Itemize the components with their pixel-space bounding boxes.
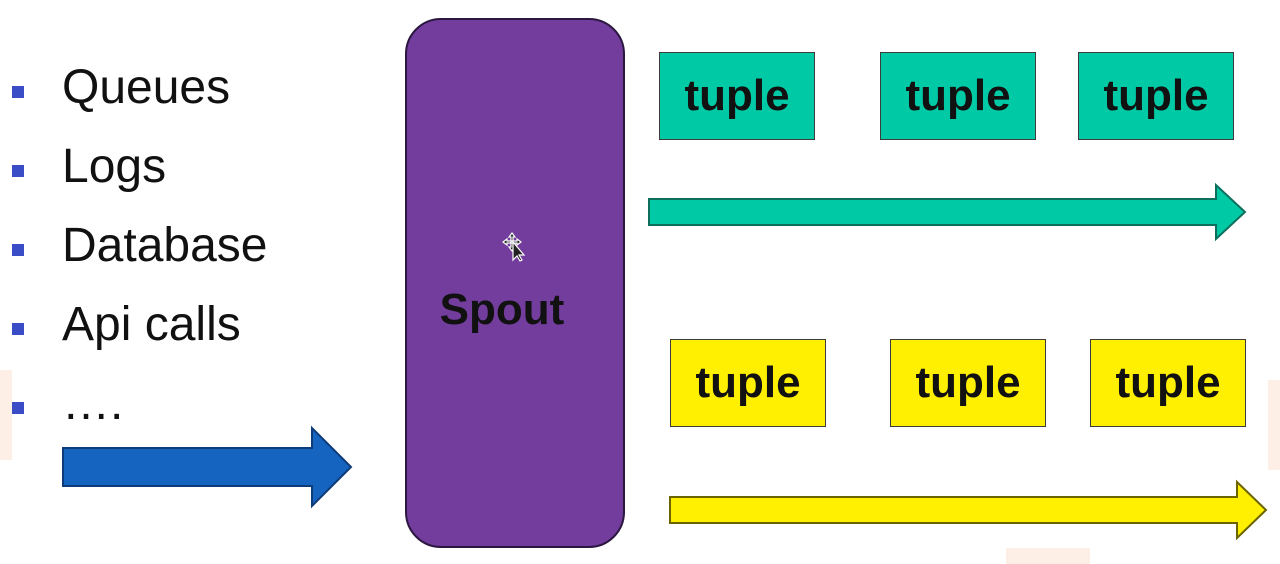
bullet-icon — [12, 322, 24, 335]
tuple-label: tuple — [915, 358, 1021, 407]
source-label: Logs — [62, 139, 167, 193]
bullet-icon — [12, 164, 24, 177]
source-label: …. — [62, 376, 124, 430]
source-label: Queues — [62, 60, 231, 114]
spout-label: Spout — [439, 285, 565, 334]
bullet-icon — [12, 243, 24, 256]
tuple-top-3: tuple — [1078, 52, 1234, 140]
tuple-bottom-2: tuple — [890, 339, 1046, 427]
tuple-top-2: tuple — [880, 52, 1036, 140]
tuple-label: tuple — [905, 71, 1011, 120]
tuple-label: tuple — [1103, 71, 1209, 120]
decorative-blob-right — [1268, 380, 1280, 470]
tuple-bottom-1: tuple — [670, 339, 826, 427]
decorative-blob-bottom — [1006, 548, 1090, 564]
tuple-label: tuple — [684, 71, 790, 120]
tuple-label: tuple — [1115, 358, 1221, 407]
source-label: Api calls — [62, 297, 241, 351]
bullet-icon — [12, 401, 24, 414]
source-label: Database — [62, 218, 268, 272]
tuple-bottom-3: tuple — [1090, 339, 1246, 427]
bottom-stream-arrow — [669, 479, 1268, 541]
move-cursor-icon — [502, 232, 526, 262]
tuple-top-1: tuple — [659, 52, 815, 140]
bullet-icon — [12, 85, 24, 98]
decorative-blob-left — [0, 370, 12, 460]
tuple-label: tuple — [695, 358, 801, 407]
input-arrow — [62, 425, 353, 509]
top-stream-arrow — [648, 182, 1247, 242]
spout-box: Spout — [405, 18, 625, 548]
